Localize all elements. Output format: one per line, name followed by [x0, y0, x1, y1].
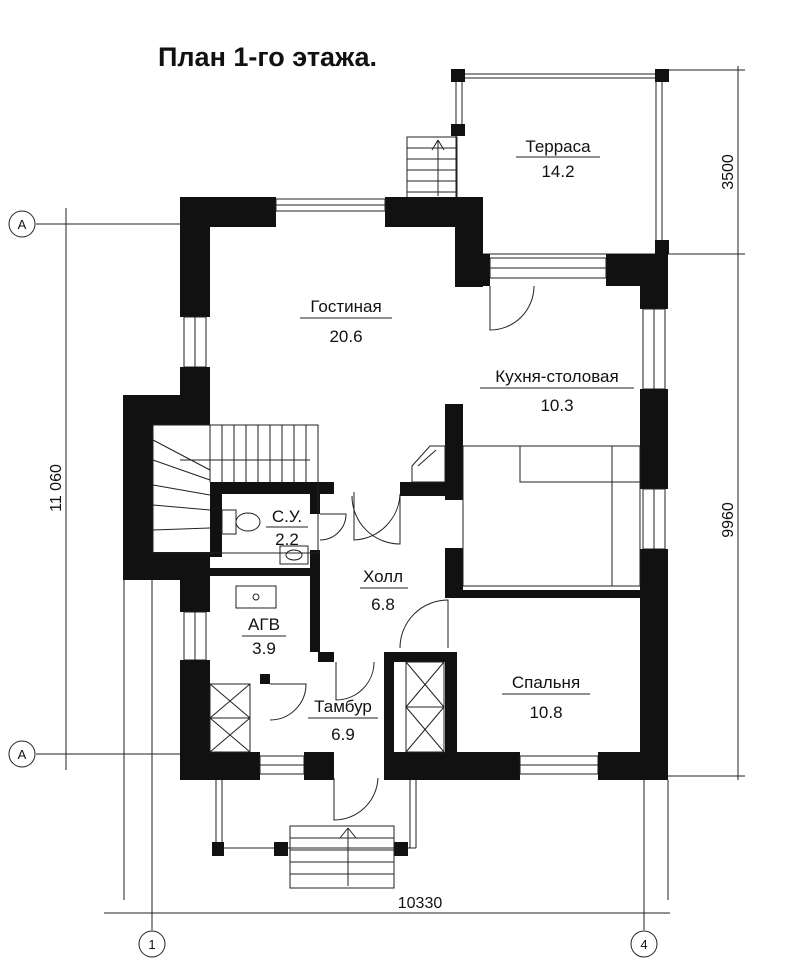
- svg-text:14.2: 14.2: [541, 162, 574, 181]
- svg-text:10.3: 10.3: [540, 396, 573, 415]
- svg-text:Тамбур: Тамбур: [314, 697, 372, 716]
- svg-text:10.8: 10.8: [529, 703, 562, 722]
- dim-terrace-depth: 3500: [720, 154, 737, 190]
- room-label-bathroom: С.У. 2.2: [266, 507, 308, 549]
- closets: [209, 661, 445, 753]
- svg-text:С.У.: С.У.: [272, 507, 302, 526]
- svg-text:6.9: 6.9: [331, 725, 355, 744]
- svg-text:20.6: 20.6: [329, 327, 362, 346]
- dim-total-depth: 11 060: [48, 464, 65, 512]
- svg-text:Терраса: Терраса: [525, 137, 591, 156]
- svg-text:A: A: [18, 747, 27, 762]
- room-label-boiler-room: АГВ 3.9: [242, 615, 286, 658]
- svg-text:Гостиная: Гостиная: [310, 297, 381, 316]
- svg-text:1: 1: [148, 937, 155, 952]
- bathroom-fixtures: [221, 509, 309, 609]
- room-label-kitchen: Кухня-столовая 10.3: [480, 367, 634, 415]
- axis-marker-4: 4: [630, 930, 658, 958]
- terrace: [406, 69, 669, 255]
- svg-text:Холл: Холл: [363, 567, 403, 586]
- walls: [123, 197, 668, 780]
- svg-text:Кухня-столовая: Кухня-столовая: [495, 367, 618, 386]
- plan-title: План 1-го этажа.: [158, 42, 377, 72]
- room-label-vestibule: Тамбур 6.9: [308, 697, 378, 744]
- dim-house-depth: 9960: [720, 502, 737, 538]
- room-label-hall: Холл 6.8: [360, 567, 408, 614]
- svg-text:6.8: 6.8: [371, 595, 395, 614]
- doors: [269, 285, 535, 821]
- svg-text:4: 4: [640, 937, 647, 952]
- svg-text:2.2: 2.2: [275, 530, 299, 549]
- axis-marker-a-top: A: [8, 210, 36, 238]
- svg-text:A: A: [18, 217, 27, 232]
- svg-text:3.9: 3.9: [252, 639, 276, 658]
- porch: [212, 780, 417, 889]
- axis-marker-1: 1: [138, 930, 166, 958]
- interior-stair: [152, 424, 319, 554]
- room-label-terrace: Терраса 14.2: [516, 137, 600, 181]
- room-label-living-room: Гостиная 20.6: [300, 297, 392, 346]
- dim-total-width: 10330: [398, 895, 443, 912]
- kitchen-fixtures: [411, 445, 641, 587]
- axis-marker-a-bottom: A: [8, 740, 36, 768]
- svg-text:АГВ: АГВ: [248, 615, 280, 634]
- svg-text:Спальня: Спальня: [512, 673, 580, 692]
- room-label-bedroom: Спальня 10.8: [502, 673, 590, 722]
